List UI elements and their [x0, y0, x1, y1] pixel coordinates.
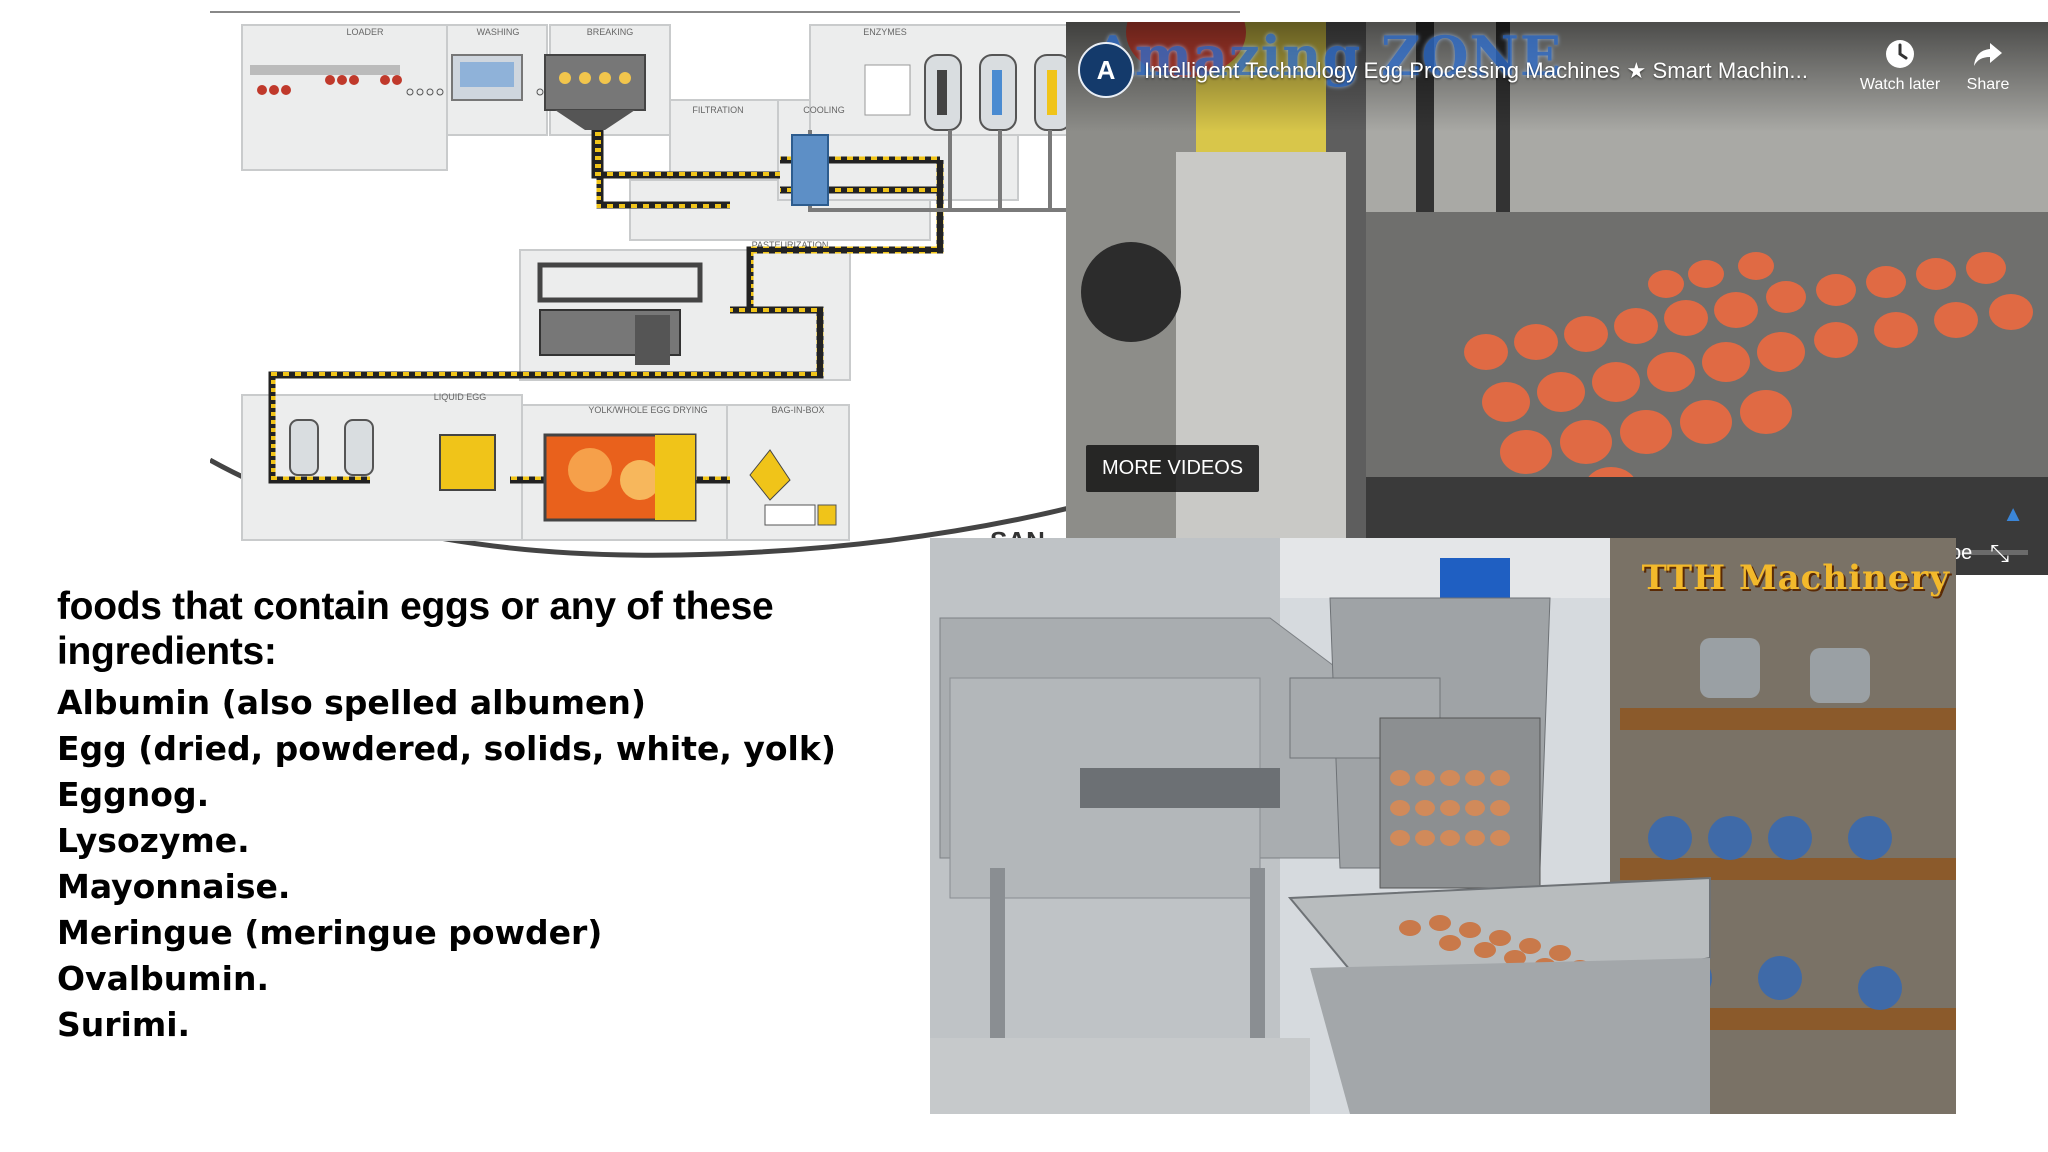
label-pasteurization: PASTEURIZATION: [752, 240, 829, 250]
egg-washing-machine-image: [930, 538, 1956, 1114]
egg-ingredients-text: foods that contain eggs or any of these …: [57, 584, 937, 1048]
share-arrow-icon: [1974, 43, 2002, 66]
ingredient-list: Albumin (also spelled albumen) Egg (drie…: [57, 680, 937, 1048]
channel-wordmark: Amazing ZONE: [1092, 24, 1562, 88]
label-filtration: FILTRATION: [692, 105, 743, 115]
channel-avatar-icon[interactable]: A: [1078, 42, 1134, 98]
label-drying: YOLK/WHOLE EGG DRYING: [588, 405, 707, 415]
machine-photo: TTH Machinery: [930, 538, 1956, 1114]
video-title[interactable]: Intelligent Technology Egg Processing Ma…: [1144, 58, 1809, 83]
video-player[interactable]: Amazing ZONE A Intelligent Technology Eg…: [1066, 22, 2048, 575]
label-breaking: BREAKING: [587, 27, 634, 37]
watch-later-button[interactable]: Watch later: [1858, 36, 1942, 94]
label-cooling: COOLING: [803, 105, 845, 115]
label-enzymes: ENZYMES: [863, 27, 907, 37]
exit-fullscreen-icon[interactable]: ⤡: [1990, 540, 2010, 567]
share-button[interactable]: Share: [1946, 36, 2030, 94]
label-washing: WASHING: [477, 27, 520, 37]
label-liquid-egg: LIQUID EGG: [434, 392, 487, 402]
label-loader: LOADER: [346, 27, 384, 37]
list-item: Egg (dried, powdered, solids, white, yol…: [57, 729, 836, 768]
more-videos-button[interactable]: MORE VIDEOS: [1086, 445, 1260, 492]
clock-icon: [1886, 40, 1914, 68]
list-item: Surimi.: [57, 1005, 191, 1044]
watch-later-label: Watch later: [1859, 76, 1941, 93]
video-frame: [1066, 22, 2048, 575]
list-item: Ovalbumin.: [57, 959, 269, 998]
list-item: Eggnog.: [57, 775, 210, 814]
channel-watermark-icon[interactable]: ▲: [2002, 501, 2024, 526]
tth-machinery-watermark: TTH Machinery: [1641, 558, 1950, 598]
heading: foods that contain eggs or any of these …: [57, 585, 774, 673]
share-label: Share: [1966, 76, 2010, 93]
list-item: Meringue (meringue powder): [57, 913, 603, 952]
list-item: Albumin (also spelled albumen): [57, 683, 646, 722]
list-item: Lysozyme.: [57, 821, 250, 860]
label-bag-in-box: BAG-IN-BOX: [771, 405, 824, 415]
list-item: Mayonnaise.: [57, 867, 291, 906]
